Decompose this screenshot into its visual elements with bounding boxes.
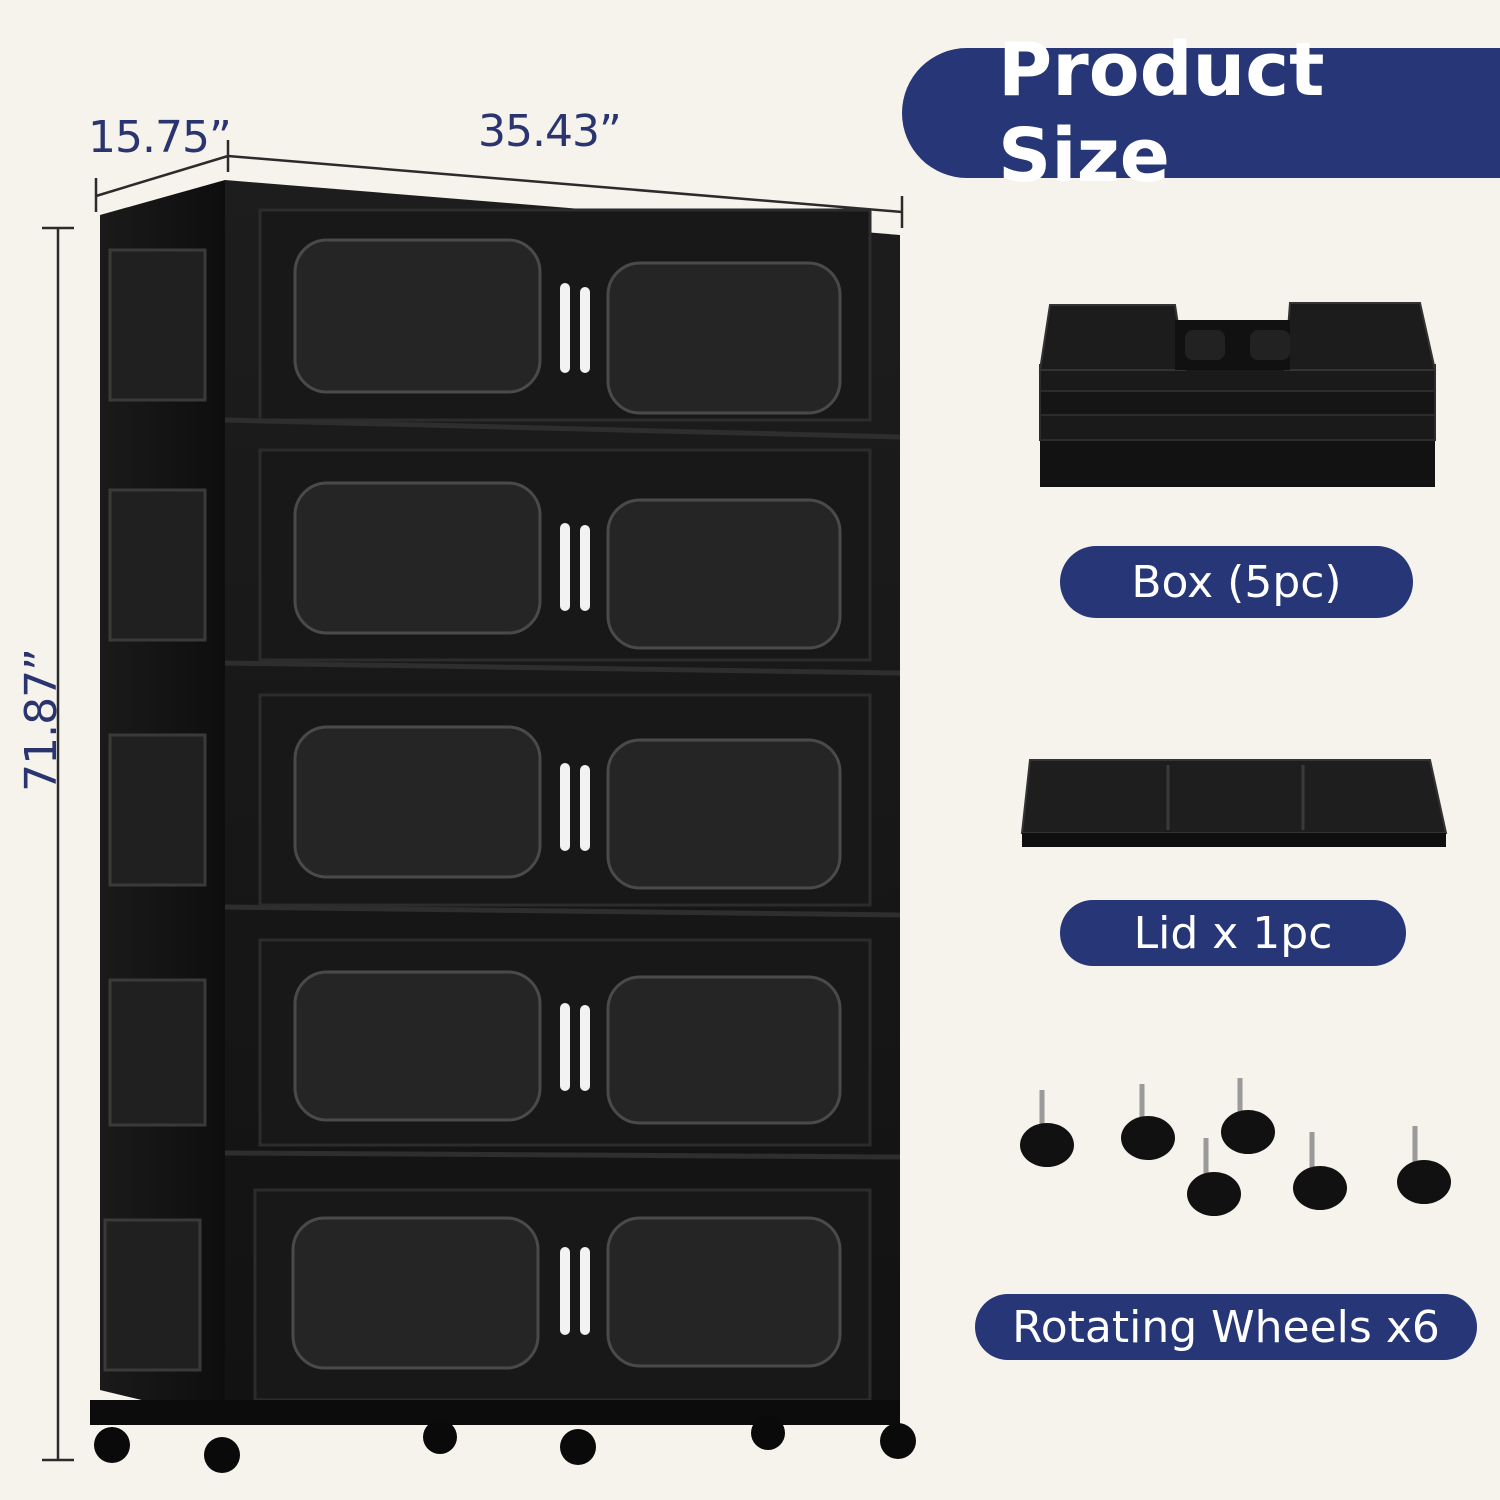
title-text: Product Size (998, 27, 1325, 199)
box-count-label: Box (5pc) (1131, 556, 1342, 608)
depth-label: 15.75” (88, 112, 232, 163)
wheels-count-badge: Rotating Wheels x6 (975, 1294, 1477, 1360)
product-size-title: Product Size (902, 27, 1500, 199)
folded-boxes-illustration (1038, 302, 1437, 487)
width-label: 35.43” (478, 106, 622, 157)
storage-cabinet-illustration (90, 180, 916, 1473)
dimension-lines (42, 140, 904, 1462)
wheels-count-label: Rotating Wheels x6 (1012, 1301, 1440, 1353)
lid-illustration (1020, 759, 1448, 847)
wheels-illustration (1020, 1078, 1451, 1216)
lid-count-label: Lid x 1pc (1133, 907, 1333, 959)
lid-count-badge: Lid x 1pc (1060, 900, 1406, 966)
box-count-badge: Box (5pc) (1060, 546, 1413, 618)
